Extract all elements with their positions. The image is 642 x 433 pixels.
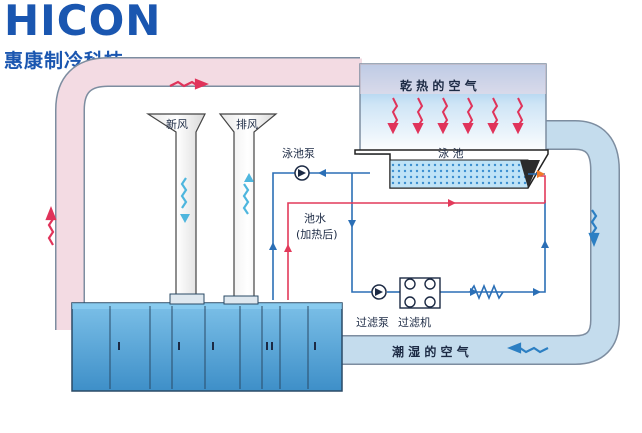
fresh-air-duct: 新风 [145, 113, 206, 297]
warm-air-duct [55, 57, 360, 330]
air-handling-unit [71, 293, 343, 392]
pipe-arrows-blue [269, 169, 549, 296]
hot-air-arrows [387, 97, 524, 135]
dry-hot-air-label: 乾 热 的 空 气 [400, 78, 477, 93]
pool-label: 泳 池 [438, 146, 464, 160]
logo-brand: HICON [4, 0, 162, 45]
heater-coil [469, 283, 504, 301]
filter-label: 过滤机 [398, 315, 431, 329]
pool-pump: 泳池泵 [282, 146, 315, 181]
humid-air-arrows [507, 209, 600, 354]
pipe-arrows-red [284, 199, 456, 252]
filter-pump: 过滤泵 [356, 284, 389, 329]
fresh-air-label: 新风 [166, 117, 188, 131]
pool-pump-label: 泳池泵 [282, 146, 315, 160]
exhaust-air-label: 排风 [236, 117, 258, 131]
exhaust-air-duct: 排风 [218, 113, 278, 301]
heated-water-piping [287, 175, 546, 300]
filter-pump-label: 过滤泵 [356, 316, 389, 329]
pool-water-label: 池水 [304, 212, 326, 225]
pool-water [389, 159, 529, 189]
humid-air-label: 潮 湿 的 空 气 [392, 344, 469, 359]
warm-air-arrows [45, 78, 209, 246]
heated-label: (加热后) [296, 228, 338, 241]
filter-unit: 过滤机 [398, 277, 441, 329]
